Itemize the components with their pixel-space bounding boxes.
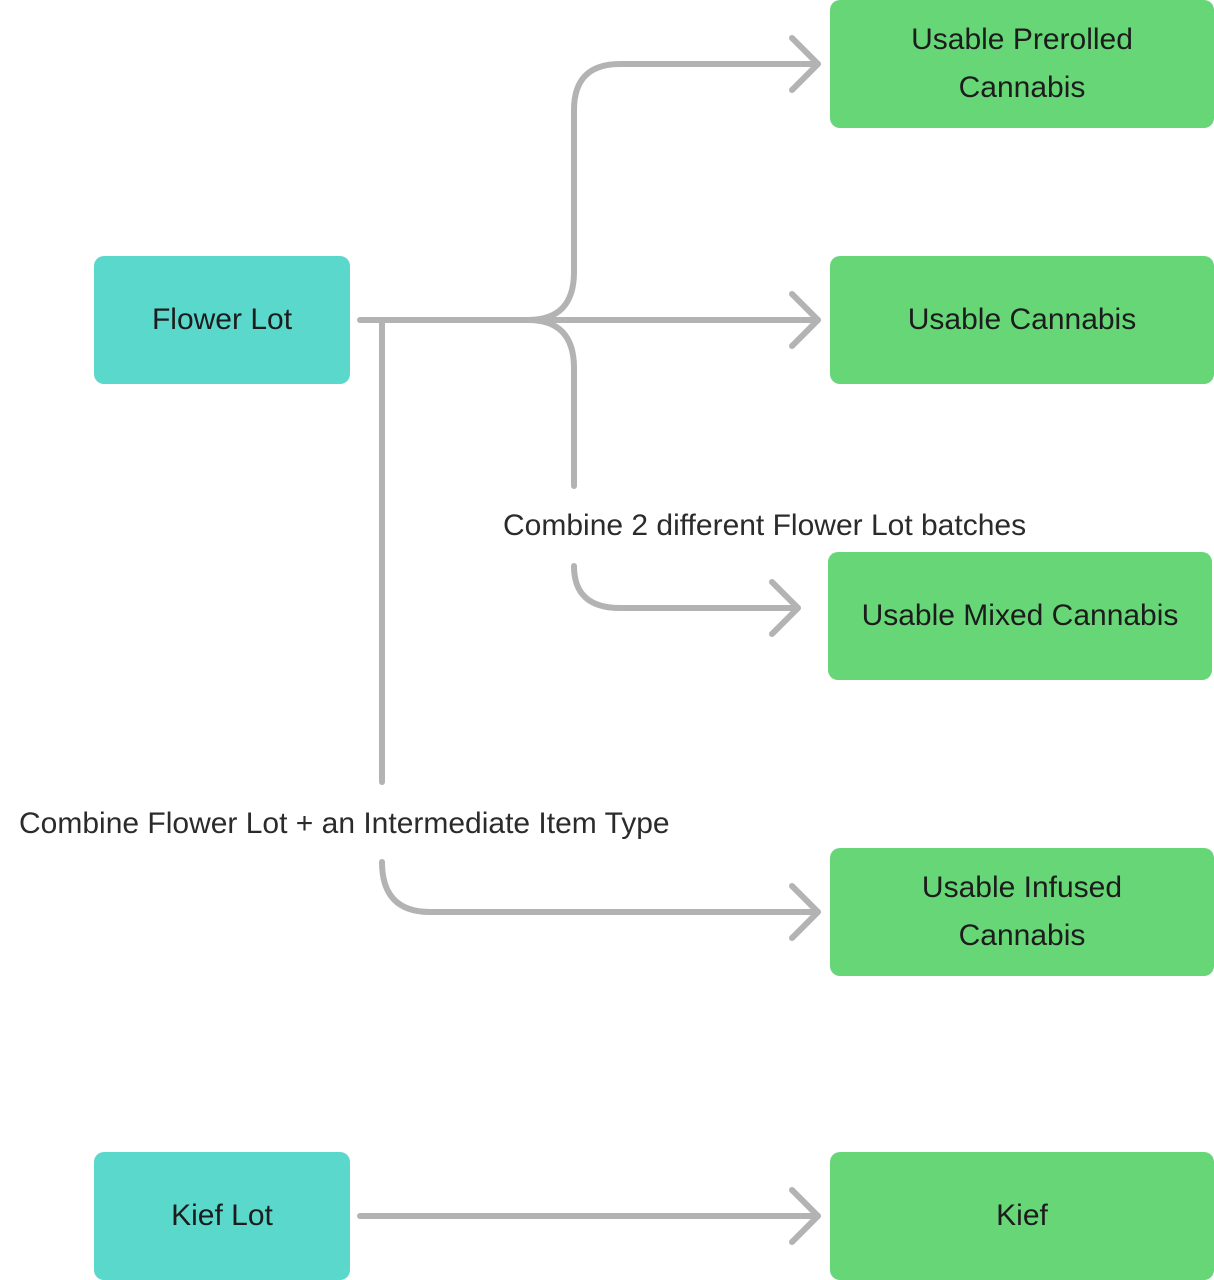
usable-cannabis-label: Usable Cannabis — [907, 303, 1137, 336]
arrowhead-usable-infused — [789, 883, 821, 941]
usable-cannabis-node[interactable]: Usable Cannabis — [830, 256, 1214, 384]
kief-node[interactable]: Kief — [830, 1152, 1214, 1280]
arrowhead-prerolled — [789, 35, 821, 93]
combine-batches-label: Combine 2 different Flower Lot batches — [503, 509, 1027, 542]
flower-lot-node[interactable]: Flower Lot — [94, 256, 350, 384]
usable-infused-cannabis-node[interactable]: Usable Infused Cannabis — [830, 848, 1214, 976]
arrowhead-usable-mixed — [769, 579, 801, 637]
combine-intermediate-label: Combine Flower Lot + an Intermediate Ite… — [19, 807, 670, 840]
kief-lot-label: Kief Lot — [171, 1199, 273, 1232]
usable-mixed-cannabis-label: Usable Mixed Cannabis — [861, 599, 1179, 632]
arrow-to-usable-infused — [379, 859, 821, 915]
usable-prerolled-cannabis-node[interactable]: Usable Prerolled Cannabis — [830, 0, 1214, 128]
usable-infused-cannabis-label: Usable Infused Cannabis — [921, 871, 1123, 952]
arrow-to-usable-mixed — [571, 563, 801, 611]
arrowhead-usable-cannabis — [789, 291, 821, 349]
kief-label: Kief — [996, 1199, 1048, 1232]
arrow-flower-to-prerolled — [525, 61, 821, 323]
branch-to-mixed-label — [525, 317, 577, 489]
flower-lot-label: Flower Lot — [151, 303, 293, 336]
kief-lot-node[interactable]: Kief Lot — [94, 1152, 350, 1280]
usable-prerolled-cannabis-label: Usable Prerolled Cannabis — [911, 23, 1133, 104]
usable-mixed-cannabis-node[interactable]: Usable Mixed Cannabis — [828, 552, 1212, 680]
arrowhead-kief — [789, 1187, 821, 1245]
